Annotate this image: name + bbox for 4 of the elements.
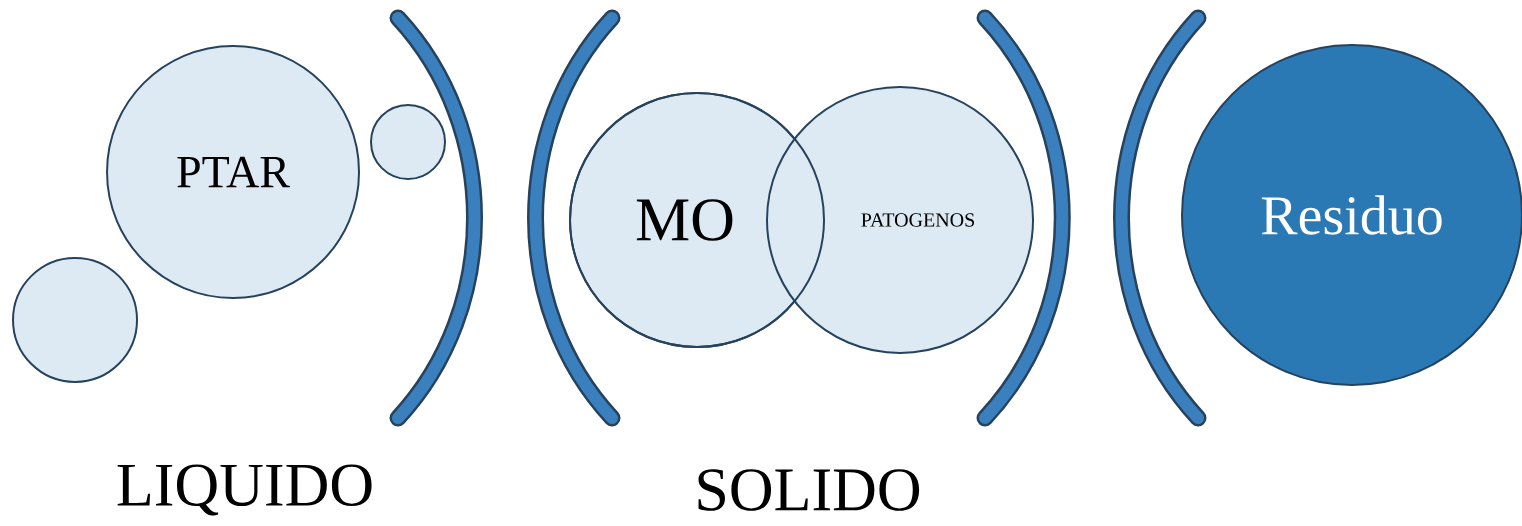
bubble [12, 257, 138, 383]
section-label: SOLIDO [698, 469, 920, 511]
bubble [370, 104, 446, 180]
section-label: LIQUIDO [117, 464, 372, 516]
